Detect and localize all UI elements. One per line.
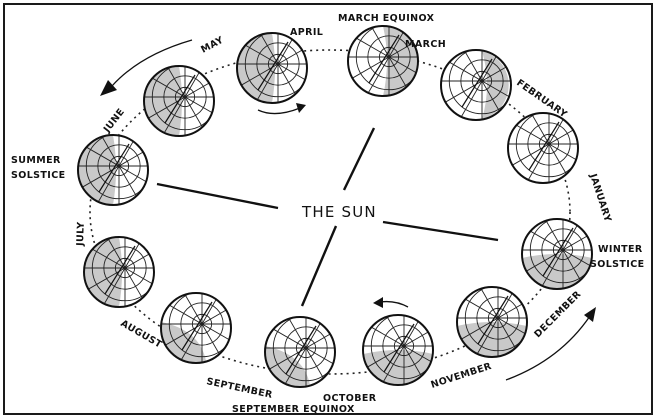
sun-label: THE SUN — [301, 203, 377, 221]
summer-solstice-label-line2: SOLSTICE — [11, 170, 66, 181]
september-equinox-label: SEPTEMBER EQUINOX — [232, 404, 355, 415]
winter-solstice-label-line1: WINTER — [598, 244, 643, 255]
month-label-april: APRIL — [290, 27, 323, 38]
month-label-july: JULY — [75, 221, 87, 247]
summer-solstice-label-line1: SUMMER — [11, 155, 61, 166]
march-equinox-label: MARCH EQUINOX — [338, 13, 435, 24]
month-label-october: OCTOBER — [323, 393, 377, 404]
month-label-march: MARCH — [405, 39, 446, 50]
winter-solstice-label-line2: SOLSTICE — [590, 259, 645, 270]
